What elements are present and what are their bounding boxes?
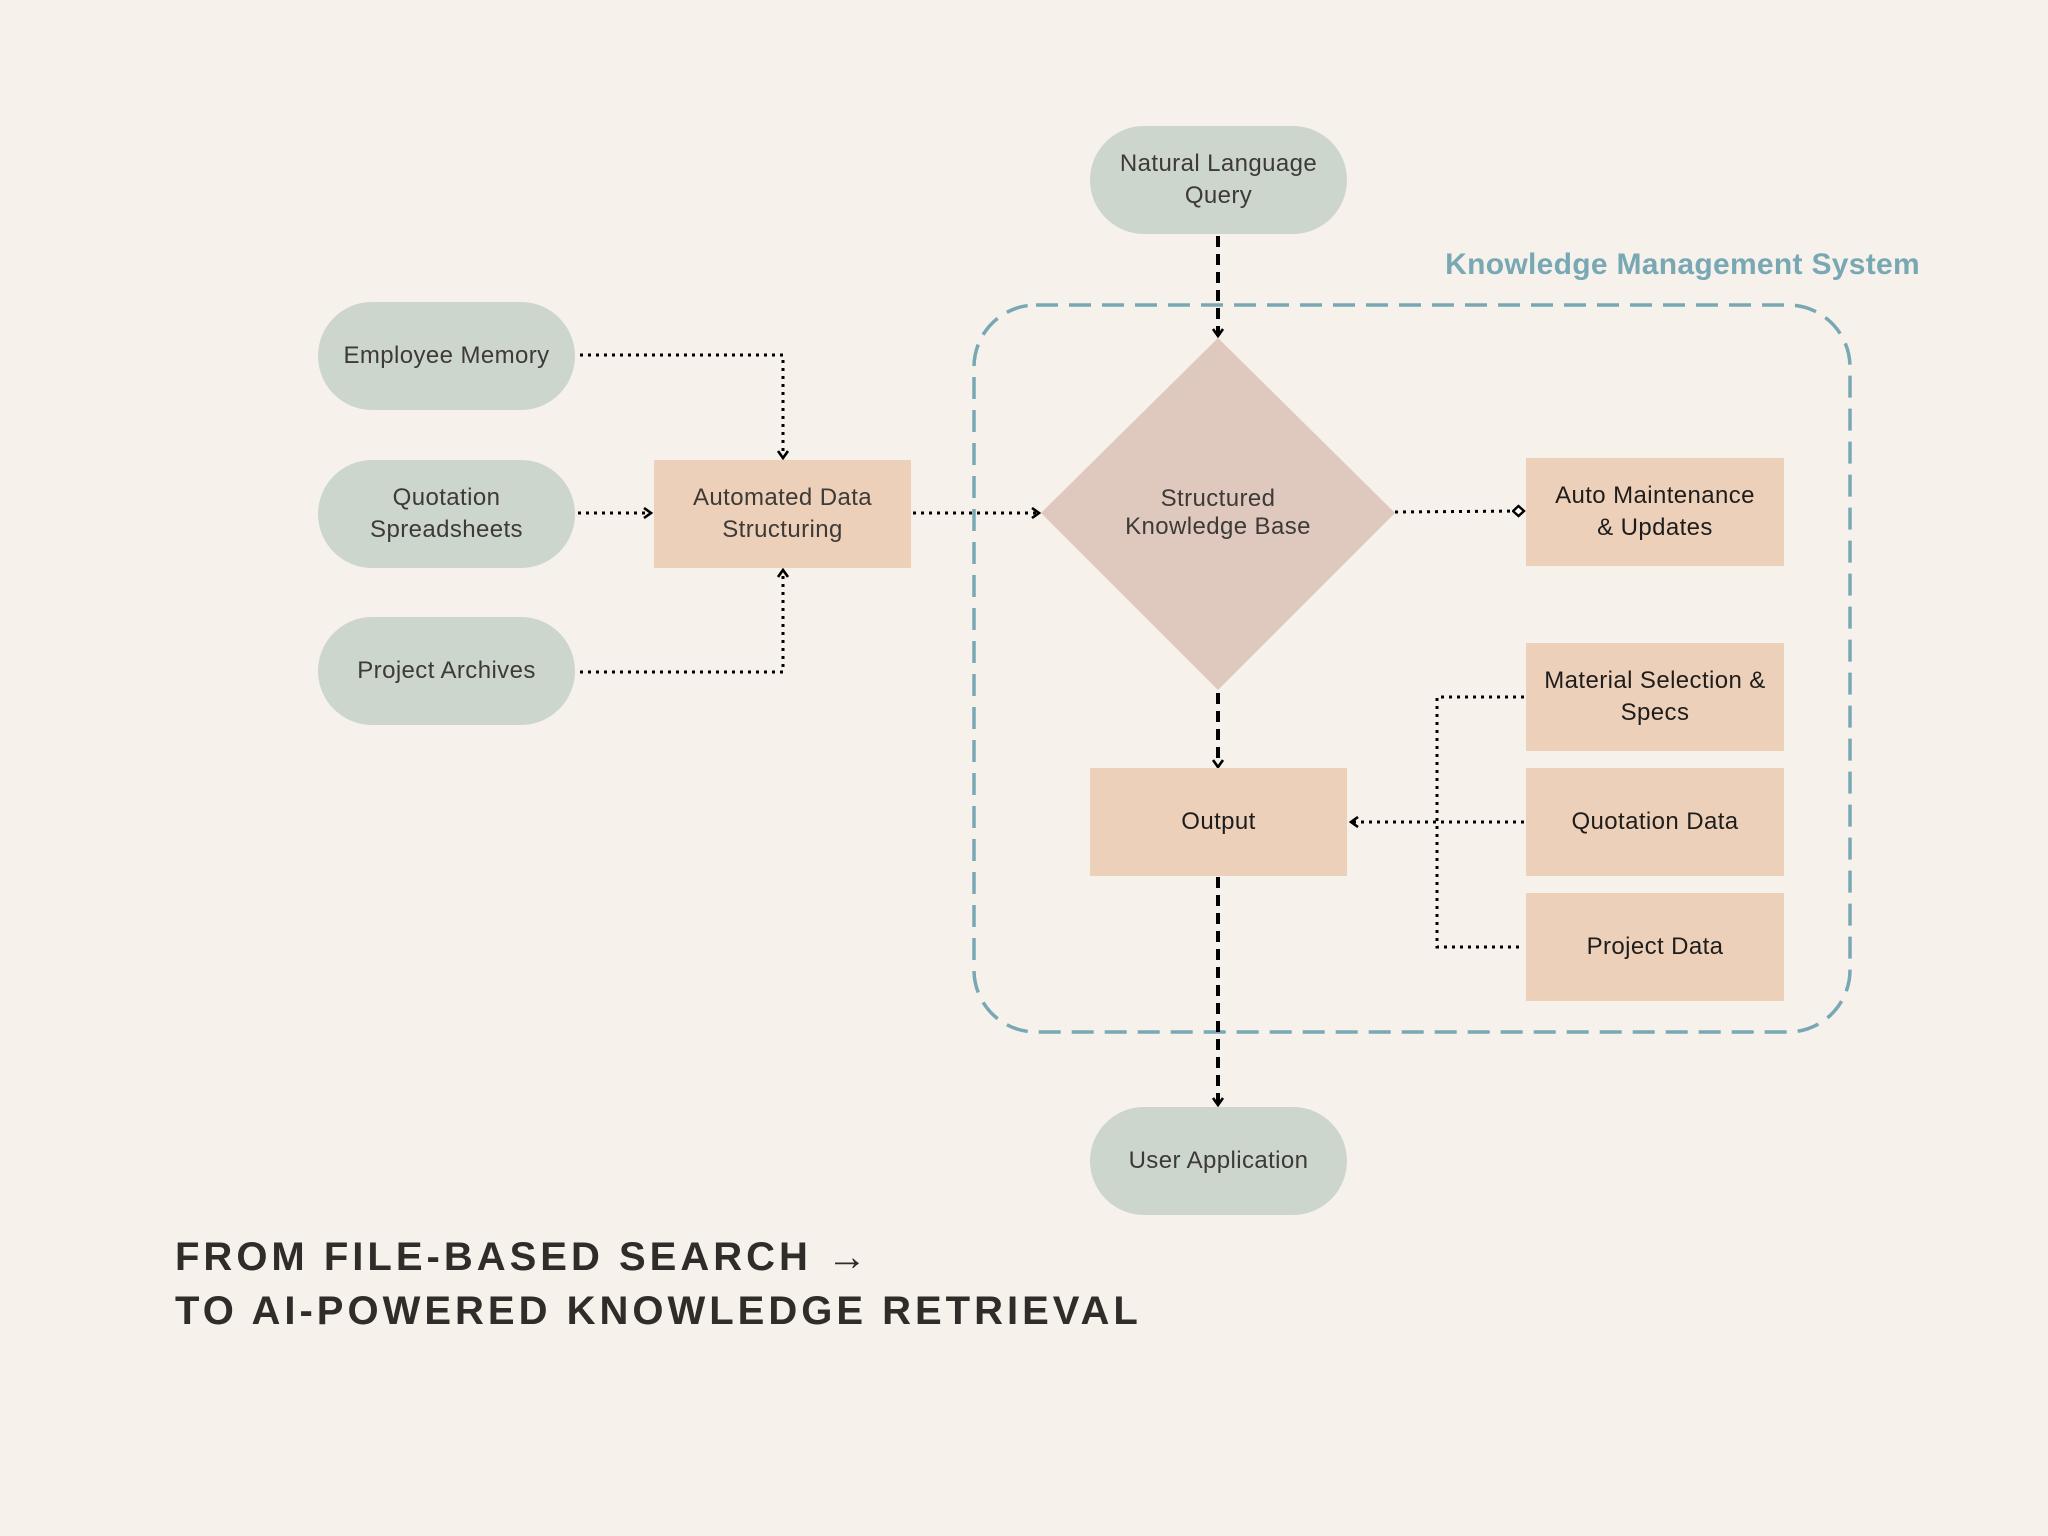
dotted-connectors <box>578 353 1524 949</box>
user-application-label: User Application <box>1128 1147 1309 1174</box>
employee-memory-node: Employee Memory <box>318 302 575 410</box>
connector-kb-to-maintenance <box>1394 511 1524 512</box>
auto-maintenance-label: Auto Maintenance & Updates <box>1555 482 1755 541</box>
quotation-data-label: Quotation Data <box>1571 808 1739 835</box>
structured-knowledge-base-label: Structured Knowledge Base <box>1125 485 1311 540</box>
material-selection-node: Material Selection & Specs <box>1526 643 1784 751</box>
quotation-spreadsheets-node: Quotation Spreadsheets <box>318 460 575 568</box>
natural-language-query-node: Natural Language Query <box>1090 126 1347 234</box>
output-node: Output <box>1090 768 1347 876</box>
automated-data-structuring-node: Automated Data Structuring <box>654 460 911 568</box>
user-application-node: User Application <box>1090 1107 1347 1215</box>
project-archives-node: Project Archives <box>318 617 575 725</box>
output-label: Output <box>1181 808 1256 835</box>
quotation-spreadsheets-label: Quotation Spreadsheets <box>370 484 523 543</box>
material-selection-label: Material Selection & Specs <box>1544 667 1766 726</box>
structured-knowledge-base-label-wrap: Structured Knowledge Base <box>1078 473 1358 553</box>
headline-line-1: FROM FILE-BASED SEARCH → <box>175 1235 871 1279</box>
structured-knowledge-base-diamond <box>1041 338 1395 690</box>
project-data-node: Project Data <box>1526 893 1784 1001</box>
headline-line-2: TO AI-POWERED KNOWLEDGE RETRIEVAL <box>175 1289 1142 1333</box>
project-data-label: Project Data <box>1586 933 1724 960</box>
connector-employee-memory <box>580 353 783 458</box>
project-archives-label: Project Archives <box>357 657 536 684</box>
system-boundary <box>972 303 1852 1034</box>
automated-data-structuring-label: Automated Data Structuring <box>692 484 873 543</box>
system-title: Knowledge Management System <box>1445 248 1920 281</box>
auto-maintenance-node: Auto Maintenance & Updates <box>1526 458 1784 566</box>
natural-language-query-label: Natural Language Query <box>1119 150 1318 209</box>
connector-project-archives <box>580 570 783 674</box>
employee-memory-label: Employee Memory <box>343 342 550 369</box>
quotation-data-node: Quotation Data <box>1526 768 1784 876</box>
